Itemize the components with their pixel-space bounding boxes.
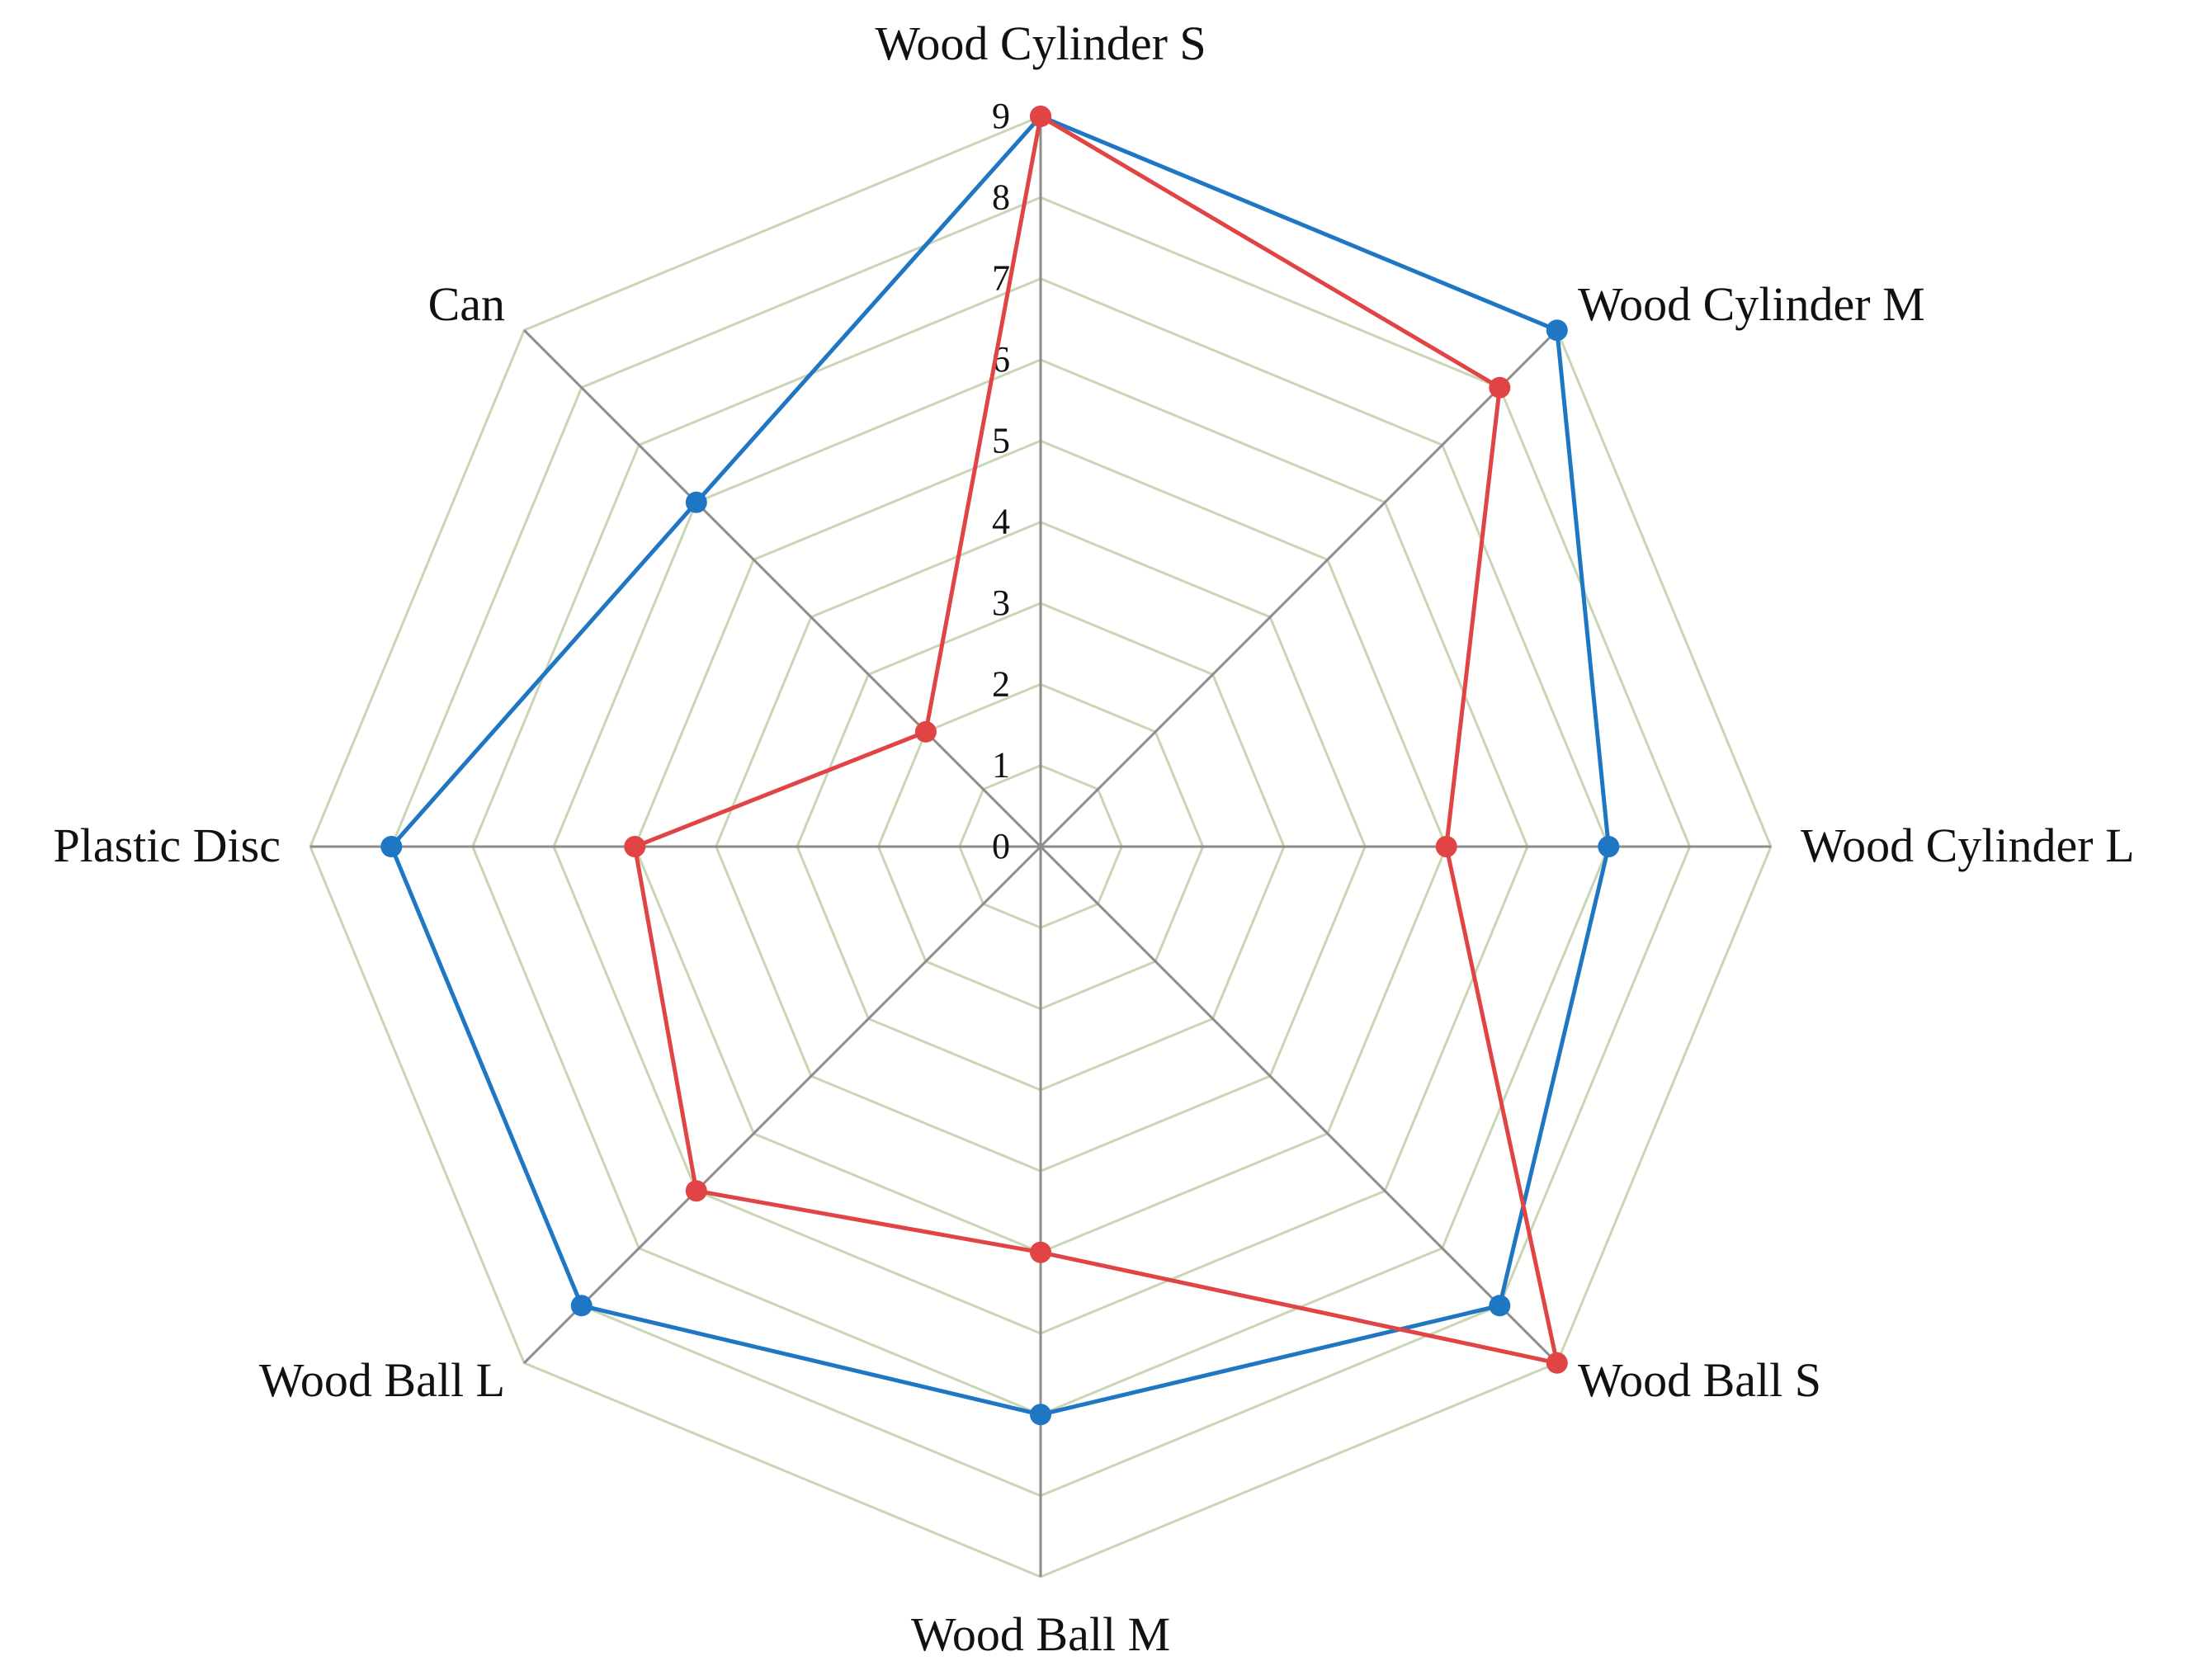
series-0-point-2 <box>1598 836 1620 857</box>
category-label-3: Wood Ball S <box>1578 1353 1821 1407</box>
series-1-point-4 <box>1030 1241 1051 1263</box>
series-0-point-6 <box>380 836 403 857</box>
category-label-5: Wood Ball L <box>259 1353 505 1407</box>
series-layer <box>380 106 1620 1426</box>
series-0-point-5 <box>570 1295 593 1317</box>
tick-label-0: 0 <box>992 826 1010 866</box>
category-label-2: Wood Cylinder L <box>1801 819 2135 872</box>
category-label-0: Wood Cylinder S <box>875 17 1206 70</box>
tick-label-4: 4 <box>992 502 1010 542</box>
tick-label-3: 3 <box>992 583 1010 623</box>
series-1-point-1 <box>1489 376 1511 399</box>
category-labels: Wood Cylinder S Wood Cylinder M Wood Cylin… <box>54 17 2135 1661</box>
category-label-1: Wood Cylinder M <box>1578 277 1925 331</box>
tick-label-5: 5 <box>992 420 1010 460</box>
axis-layer <box>310 116 1771 1577</box>
tick-label-7: 7 <box>992 258 1010 299</box>
tick-label-8: 8 <box>992 177 1010 217</box>
series-0-point-7 <box>685 491 707 513</box>
tick-label-9: 9 <box>992 96 1010 136</box>
spoke-7 <box>523 329 1042 848</box>
spoke-1 <box>1039 329 1558 848</box>
series-1-point-0 <box>1030 106 1051 127</box>
series-0-point-3 <box>1489 1295 1511 1317</box>
series-1-point-5 <box>685 1180 707 1202</box>
series-0-point-4 <box>1030 1404 1051 1426</box>
series-1-point-2 <box>1435 836 1457 857</box>
series-1-point-3 <box>1546 1352 1568 1374</box>
tick-label-2: 2 <box>992 663 1010 704</box>
tick-label-1: 1 <box>992 745 1010 786</box>
category-label-4: Wood Ball M <box>911 1607 1170 1661</box>
category-label-7: Can <box>428 277 505 331</box>
series-1-point-6 <box>624 836 646 857</box>
spoke-5 <box>523 845 1042 1364</box>
series-1-point-7 <box>914 720 937 743</box>
category-label-6: Plastic Disc <box>54 819 281 872</box>
series-1-line <box>632 114 1560 1366</box>
series-0-point-1 <box>1546 319 1568 342</box>
spoke-3 <box>1039 845 1558 1364</box>
